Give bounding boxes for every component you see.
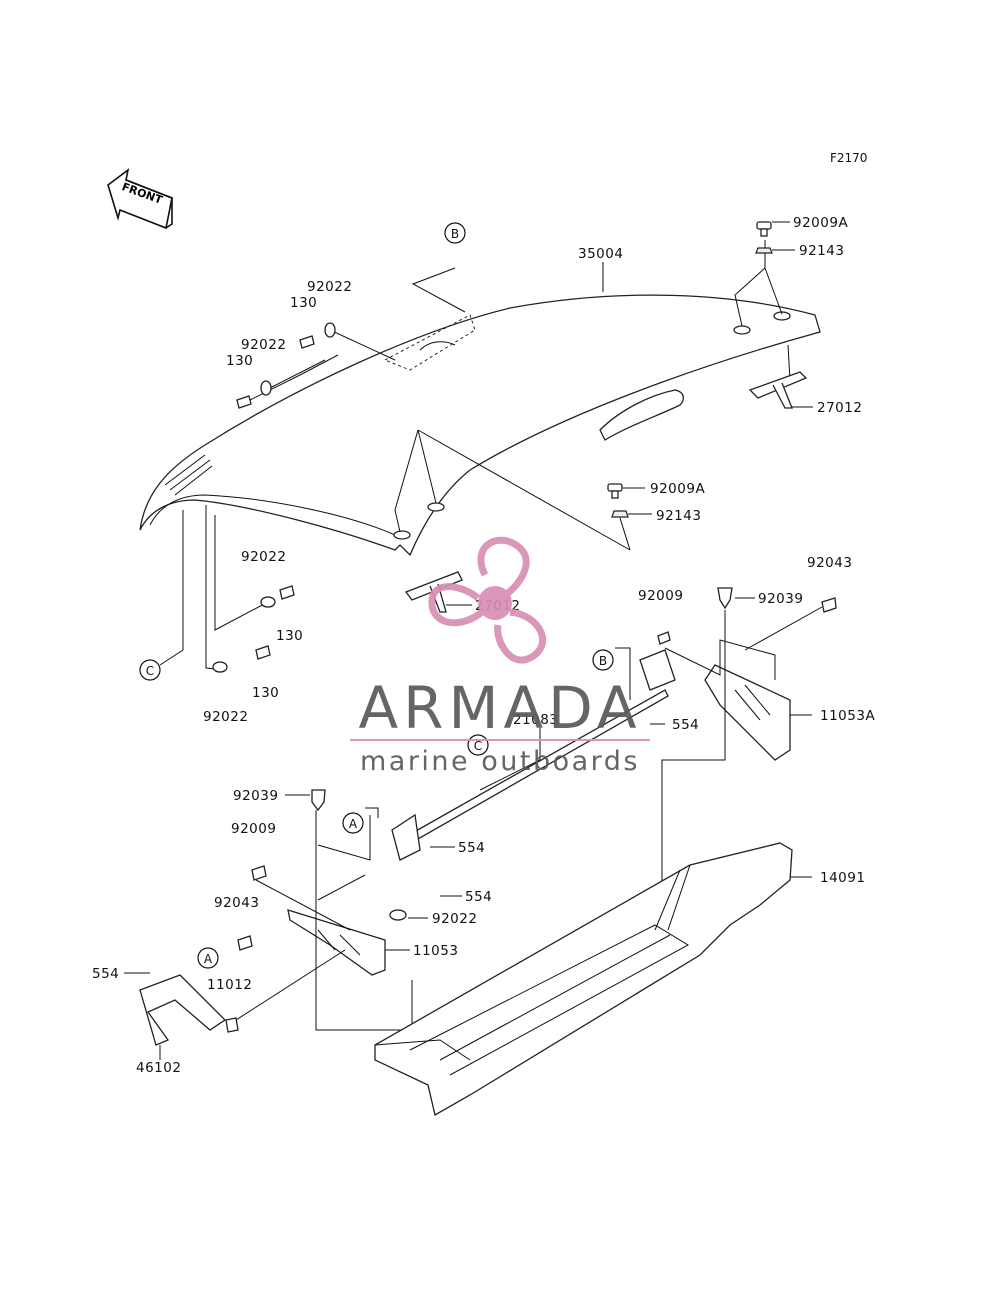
watermark-tagline: marine outboards [360,746,640,777]
part-130-b: 130 [226,353,253,369]
part-92022-b: 92022 [241,337,286,353]
part-92022-c: 92022 [241,549,286,565]
svg-text:C: C [146,664,154,678]
propeller-logo-icon [428,536,546,664]
part-14091: 14091 [820,870,865,886]
part-92022-d: 92022 [203,709,248,725]
part-92039-right: 92039 [758,591,803,607]
ref-marker-a-low: A [197,947,219,969]
part-11053a: 11053A [820,708,875,724]
part-46102: 46102 [136,1060,181,1076]
part-130-d: 130 [252,685,279,701]
part-92043-left: 92043 [214,895,259,911]
part-labels: 35004 92009A 92143 27012 92009A 92143 27… [92,215,875,1076]
part-92043-right: 92043 [807,555,852,571]
ref-marker-c-left: C [139,659,161,681]
part-92143-top: 92143 [799,243,844,259]
part-92009-right: 92009 [638,588,683,604]
propeller-hub-icon [478,586,512,620]
part-21083: 21083 [513,712,558,728]
part-92009a-mid: 92009A [650,481,705,497]
part-130-a: 130 [290,295,317,311]
leader-lines-top [159,240,791,671]
part-130-c: 130 [276,628,303,644]
part-554-left: 554 [92,966,119,982]
ref-marker-b-right: B [592,649,614,671]
part-27012-right: 27012 [817,400,862,416]
part-92022-a: 92022 [307,279,352,295]
part-554-low: 554 [465,889,492,905]
cover-35004 [139,294,821,557]
watermark: ARMADA marine outboards [350,536,650,777]
part-554-right: 554 [672,717,699,733]
part-35004: 35004 [578,246,623,262]
part-92009a-top: 92009A [793,215,848,231]
part-11053: 11053 [413,943,458,959]
ref-marker-b-top: B [444,222,466,244]
svg-text:B: B [451,227,459,241]
hardware-top [212,221,808,673]
part-554-mid: 554 [458,840,485,856]
label-leaders [124,221,813,974]
bracket-right [615,587,837,920]
part-92022-low: 92022 [432,911,477,927]
ref-marker-a-mid: A [342,812,364,834]
part-92143-mid: 92143 [656,508,701,524]
figure-code: F2170 [830,151,867,165]
stand-46102 [139,949,346,1060]
front-arrow-icon: FRONT [107,168,173,230]
svg-text:A: A [349,817,358,831]
tray-14091 [374,842,793,1116]
part-92009-left: 92009 [231,821,276,837]
watermark-brand: ARMADA [358,674,641,742]
part-11012: 11012 [207,977,252,993]
svg-text:C: C [474,739,482,753]
bracket-left [237,789,421,1031]
part-92039-left: 92039 [233,788,278,804]
svg-text:A: A [204,952,213,966]
svg-text:B: B [599,654,607,668]
